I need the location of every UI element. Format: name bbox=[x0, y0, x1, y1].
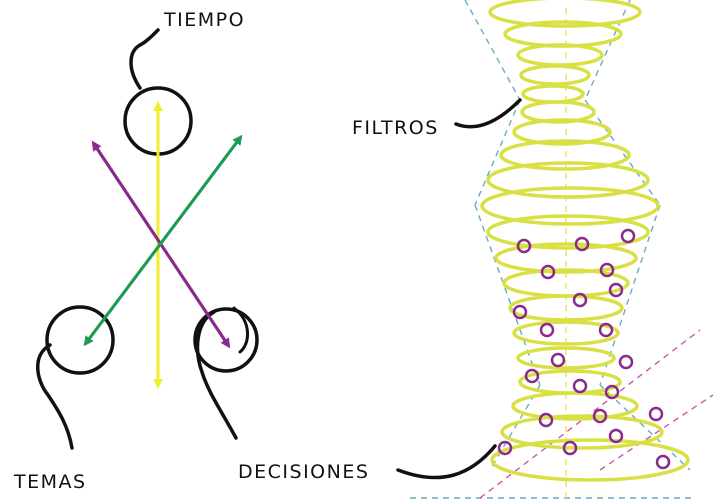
decisiones-circle bbox=[193, 307, 259, 373]
tiempo-node: TIEMPO bbox=[123, 9, 245, 156]
three-axis-diagram: TIEMPO TEMAS bbox=[13, 9, 259, 493]
temas-label: TEMAS bbox=[13, 471, 87, 493]
green-arrow-down bbox=[83, 137, 242, 347]
decisiones-callout: DECISIONES bbox=[238, 444, 497, 483]
spiral-loops bbox=[480, 0, 690, 482]
filtros-callout: FILTROS bbox=[352, 98, 522, 139]
decisiones-node bbox=[193, 306, 259, 440]
spiral-funnel: FILTROS DECISIONES bbox=[238, 0, 713, 500]
decisiones-pointer bbox=[396, 444, 497, 480]
temas-tail bbox=[36, 343, 74, 450]
decision-loops bbox=[497, 228, 671, 470]
decisiones-hook bbox=[232, 306, 249, 354]
tiempo-label: TIEMPO bbox=[163, 9, 245, 31]
filtros-label: FILTROS bbox=[352, 117, 439, 139]
filtros-pointer bbox=[454, 98, 522, 129]
decisiones-label: DECISIONES bbox=[238, 461, 369, 483]
temas-node: TEMAS bbox=[13, 305, 115, 493]
temas-circle bbox=[45, 305, 115, 375]
decisiones-tail bbox=[195, 310, 238, 440]
tiempo-tail bbox=[129, 28, 160, 90]
funnel-guides bbox=[410, 0, 713, 500]
